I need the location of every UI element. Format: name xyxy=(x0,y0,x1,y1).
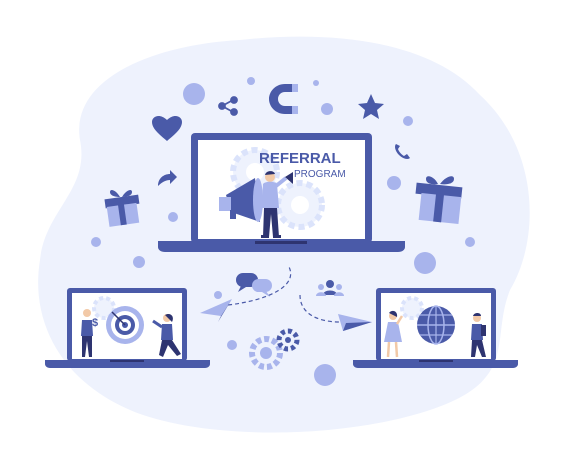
phone-icon xyxy=(395,144,410,159)
gift-box-icon xyxy=(415,176,463,225)
screen-title: REFERRAL xyxy=(259,150,341,167)
forward-arrow-icon xyxy=(158,170,177,186)
dot xyxy=(387,176,401,190)
running-woman xyxy=(152,313,181,357)
heart-icon xyxy=(152,115,182,141)
person-with-dollar: $ xyxy=(81,309,98,357)
paper-plane-icon xyxy=(200,299,232,322)
gear-icon xyxy=(276,328,300,352)
dot xyxy=(313,80,319,86)
dot xyxy=(247,77,255,85)
target-icon xyxy=(106,306,144,344)
presenter-person xyxy=(261,171,293,238)
dashed-connector xyxy=(299,294,341,323)
dot xyxy=(414,252,436,274)
dot xyxy=(183,83,205,105)
dot xyxy=(168,212,178,222)
dot xyxy=(465,237,475,247)
magnet-icon xyxy=(269,84,298,114)
paper-plane-icon xyxy=(338,314,372,331)
people-group-icon xyxy=(316,280,344,296)
gift-box-icon xyxy=(104,189,140,227)
dot xyxy=(214,291,222,299)
dot xyxy=(321,103,333,115)
megaphone-icon xyxy=(219,178,263,222)
share-icon xyxy=(218,96,238,116)
screen-subtitle: PROGRAM xyxy=(294,169,346,180)
dot xyxy=(314,364,336,386)
gear-icon xyxy=(275,180,325,230)
gear-icon xyxy=(249,336,283,370)
man-with-backpack xyxy=(471,313,486,357)
dot xyxy=(227,340,237,350)
dot xyxy=(91,237,101,247)
globe-icon xyxy=(417,305,455,345)
gear-icon xyxy=(92,296,116,320)
dashed-connector xyxy=(227,264,291,306)
chat-bubbles-icon xyxy=(236,273,272,297)
star-icon xyxy=(358,94,384,119)
dot xyxy=(403,116,413,126)
dot xyxy=(133,256,145,268)
woman-with-phone xyxy=(384,310,404,358)
gear-icon xyxy=(400,296,424,320)
dollar-sign: $ xyxy=(92,317,98,329)
